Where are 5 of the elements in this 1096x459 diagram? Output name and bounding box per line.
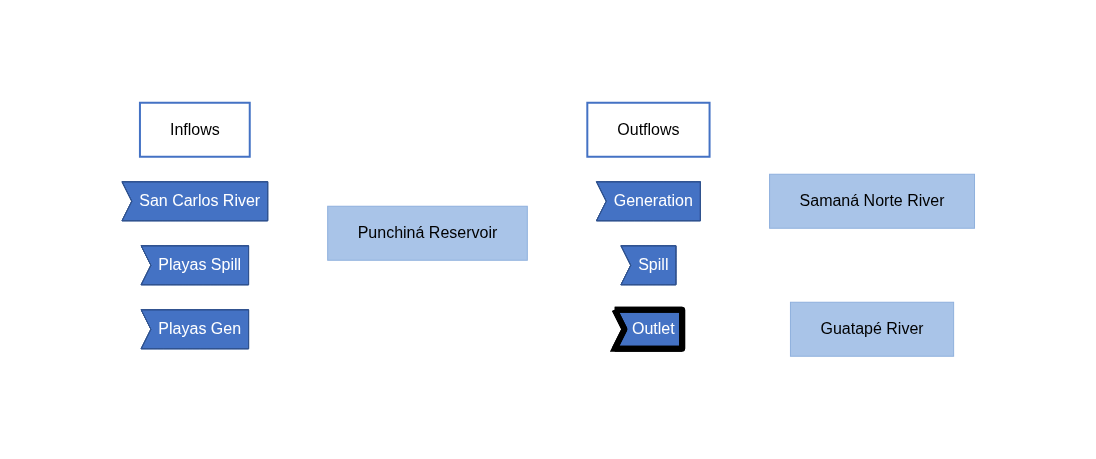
- node-box: Outflows: [586, 101, 711, 158]
- node-box: Samaná Norte River: [768, 173, 975, 229]
- node-box: Punchiná Reservoir: [326, 205, 528, 261]
- node-box: Guatapé River: [789, 301, 954, 357]
- node-box: Inflows: [138, 101, 251, 158]
